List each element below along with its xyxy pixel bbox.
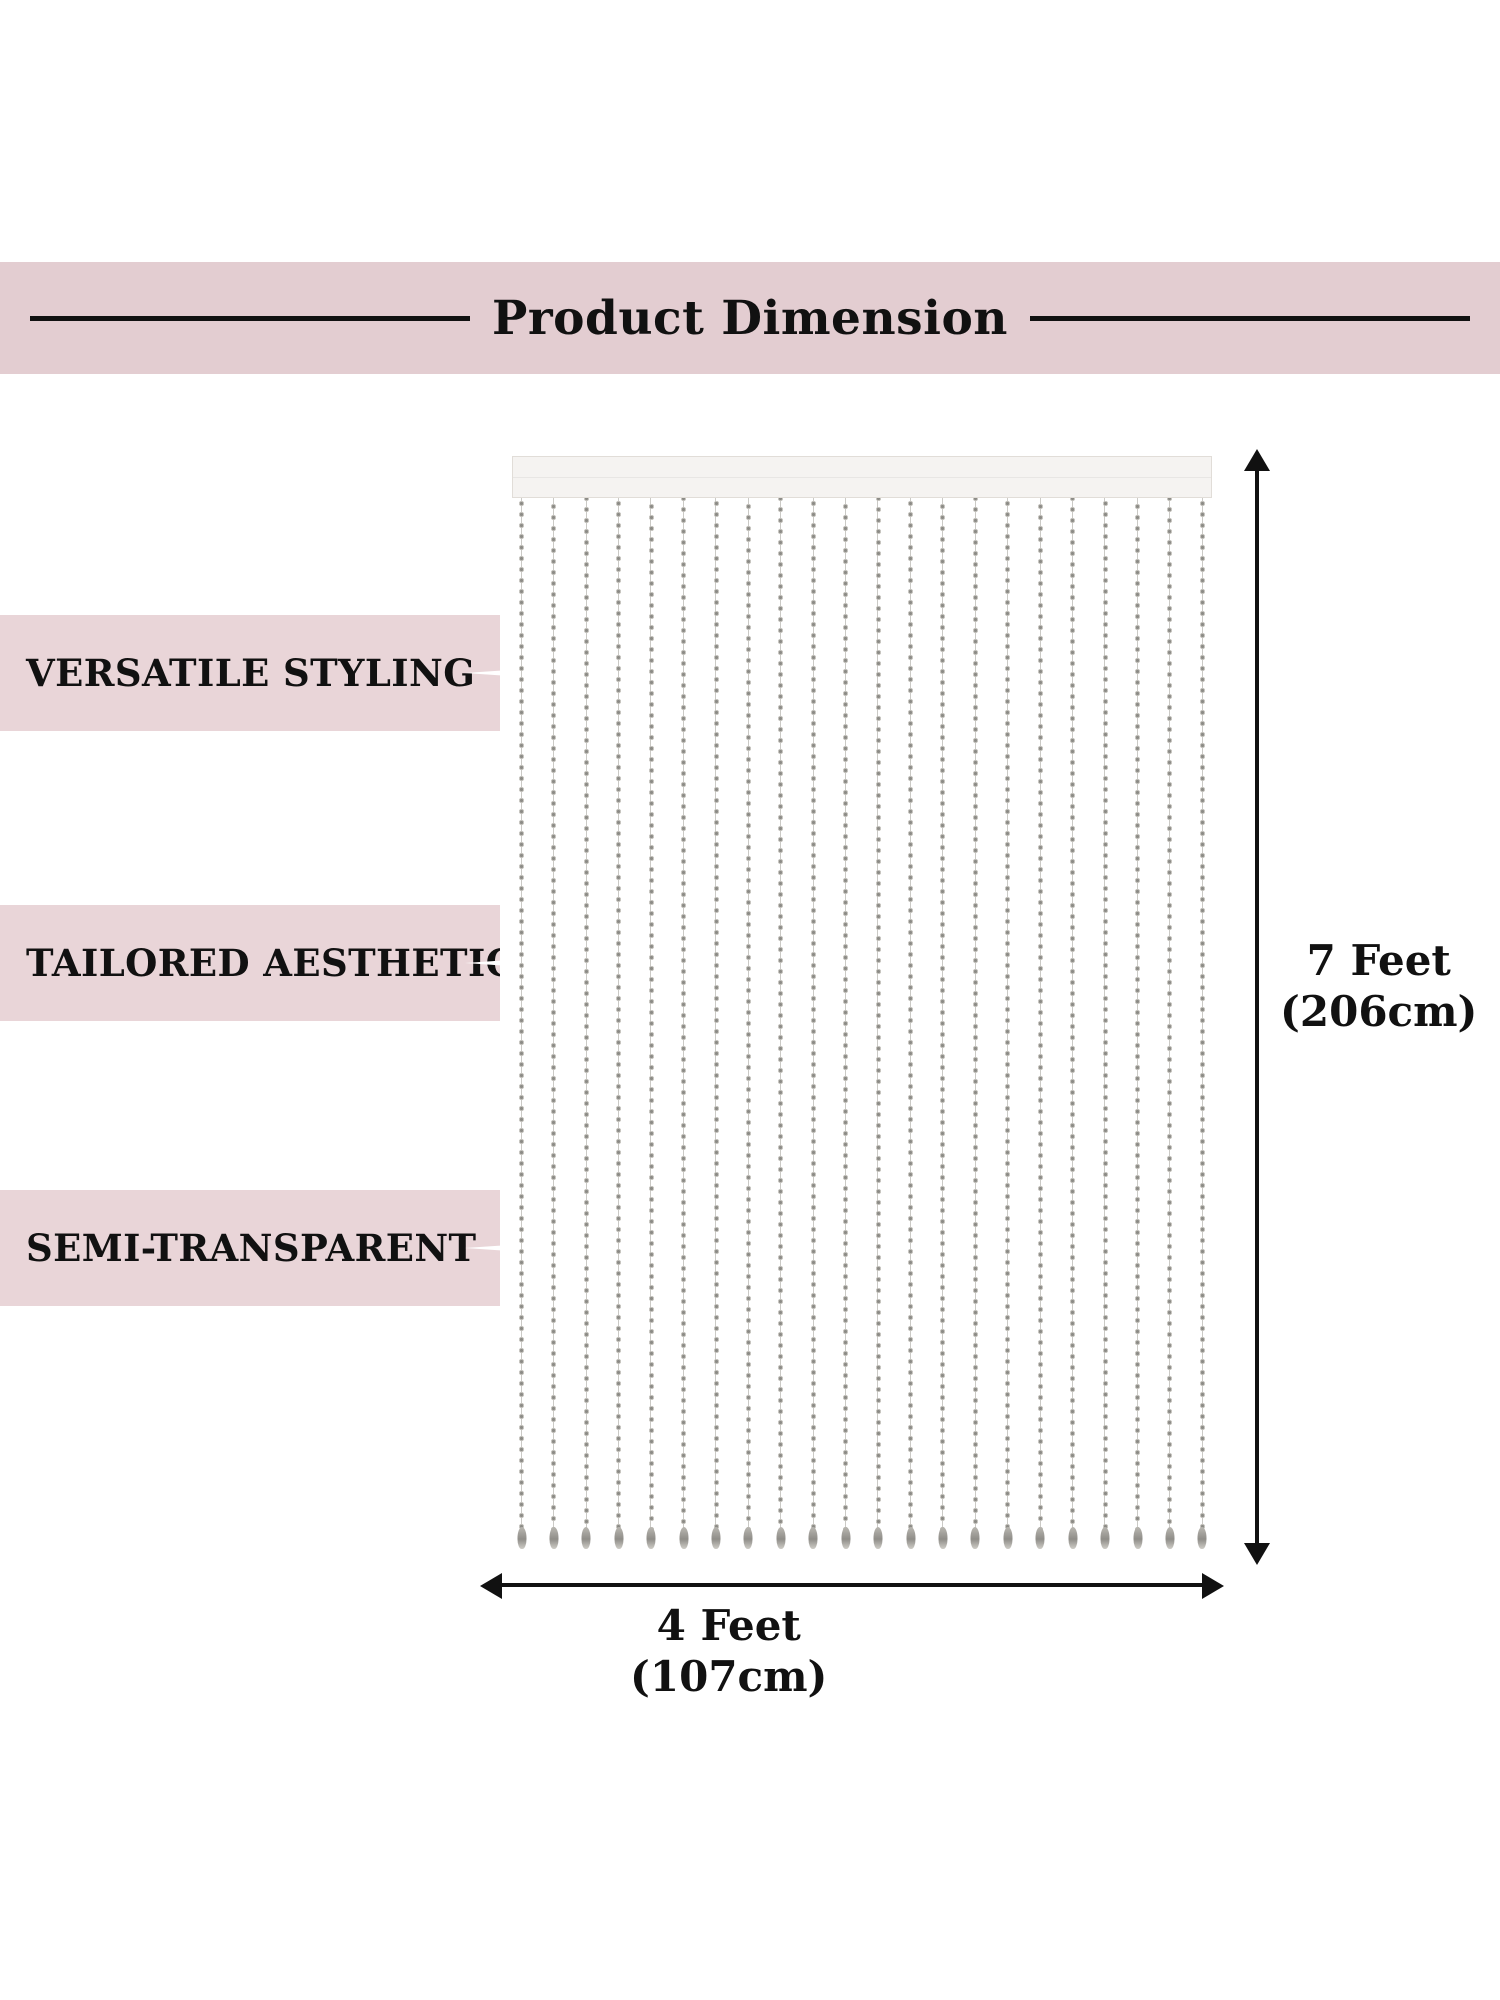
bead-strand	[1069, 498, 1077, 1533]
bead-strand	[647, 498, 655, 1533]
bead-strand	[939, 498, 947, 1533]
feature-ribbon-tailored-aesthetics: TAILORED AESTHETICS	[0, 905, 500, 1021]
feature-label: VERSATILE STYLING	[26, 651, 476, 695]
bead-strand	[1004, 498, 1012, 1533]
bead-strand-field	[512, 498, 1212, 1533]
bead-strand	[1134, 498, 1142, 1533]
bead-strand	[971, 498, 979, 1533]
dimension-line-vertical	[1255, 459, 1259, 1555]
banner-inner: Product Dimension	[0, 291, 1500, 346]
width-primary-value: 4 Feet	[656, 1601, 801, 1650]
bead-strand	[777, 498, 785, 1533]
feature-ribbon-semi-transparent: SEMI-TRANSPARENT	[0, 1190, 500, 1306]
height-dimension-arrow	[1243, 449, 1270, 1565]
bead-strand	[1198, 498, 1206, 1533]
banner-rule-left-icon	[30, 315, 471, 321]
bead-strand	[582, 498, 590, 1533]
page-title: Product Dimension	[492, 290, 1008, 346]
bead-strand	[809, 498, 817, 1533]
product-dimension-banner: Product Dimension	[0, 262, 1500, 374]
width-dimension-label: 4 Feet (107cm)	[630, 1600, 827, 1702]
bead-strand	[1166, 498, 1174, 1533]
width-dimension-arrow	[480, 1572, 1224, 1599]
height-secondary-value: (206cm)	[1280, 987, 1478, 1037]
arrow-right-icon	[1202, 1573, 1224, 1599]
bead-strand	[842, 498, 850, 1533]
bead-strand	[615, 498, 623, 1533]
bead-strand	[744, 498, 752, 1533]
bead-strand	[1101, 498, 1109, 1533]
height-primary-value: 7 Feet	[1306, 936, 1451, 985]
width-secondary-value: (107cm)	[630, 1652, 828, 1702]
bead-strand	[680, 498, 688, 1533]
curtain-header-tape	[512, 456, 1212, 498]
bead-strand	[907, 498, 915, 1533]
height-dimension-label: 7 Feet (206cm)	[1280, 935, 1477, 1037]
bead-strand	[1036, 498, 1044, 1533]
bead-strand	[874, 498, 882, 1533]
dimension-line-horizontal	[490, 1583, 1214, 1587]
bead-strand	[712, 498, 720, 1533]
product-image	[512, 456, 1212, 1562]
bead-strand	[550, 498, 558, 1533]
arrow-down-icon	[1244, 1543, 1270, 1565]
banner-rule-right-icon	[1029, 315, 1470, 321]
feature-label: TAILORED AESTHETICS	[26, 941, 543, 985]
feature-label: SEMI-TRANSPARENT	[26, 1226, 477, 1270]
feature-ribbon-versatile-styling: VERSATILE STYLING	[0, 615, 500, 731]
bead-strand	[518, 498, 525, 1533]
